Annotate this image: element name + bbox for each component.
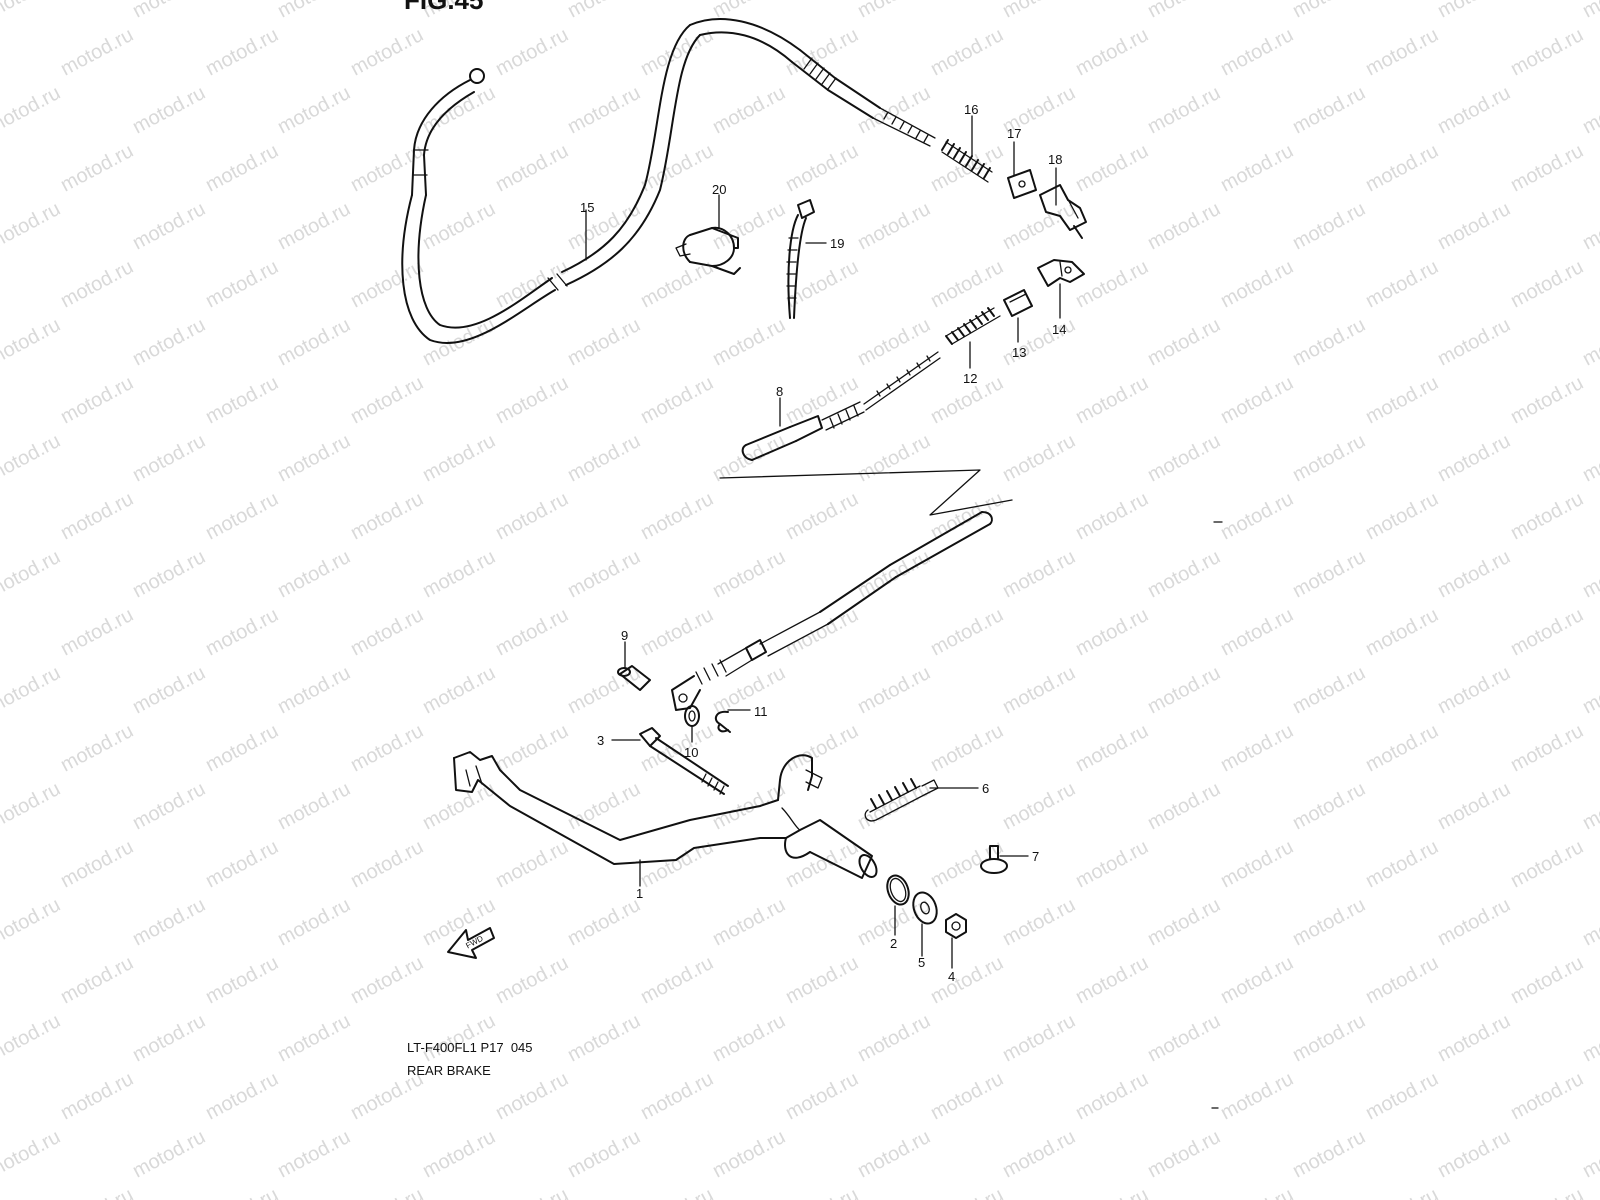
callout-13: 13 — [1012, 345, 1026, 360]
callout-6: 6 — [982, 781, 989, 796]
part-10-washer[interactable] — [684, 705, 700, 727]
diagram-code: LT-F400FL1 P17 045 — [407, 1040, 533, 1055]
callout-17: 17 — [1007, 126, 1021, 141]
part-8-brake-cable[interactable] — [671, 351, 1013, 711]
part-7-adjuster-nut[interactable] — [980, 845, 1008, 874]
callout-9: 9 — [621, 628, 628, 643]
stray-marks — [1211, 521, 1223, 1109]
part-16-spring[interactable] — [941, 139, 993, 183]
callout-18: 18 — [1048, 152, 1062, 167]
leader-lines — [585, 115, 1061, 969]
part-6-spring[interactable] — [864, 778, 939, 822]
callout-14: 14 — [1052, 322, 1066, 337]
part-15-brake-cable[interactable] — [401, 18, 936, 344]
part-9-pin[interactable] — [617, 665, 651, 691]
figure-title: FIG.45 — [404, 0, 483, 15]
part-20-clamp[interactable] — [675, 226, 741, 275]
callout-4: 4 — [948, 969, 955, 984]
part-14-clevis[interactable] — [1037, 259, 1085, 287]
part-2-o-ring[interactable] — [883, 872, 912, 907]
fwd-arrow-icon: FWD — [447, 927, 495, 959]
callout-2: 2 — [890, 936, 897, 951]
callout-7: 7 — [1032, 849, 1039, 864]
part-13-joint[interactable] — [1003, 289, 1033, 317]
callout-20: 20 — [712, 182, 726, 197]
part-4-nut[interactable] — [945, 913, 967, 939]
callout-12: 12 — [963, 371, 977, 386]
diagram-name: REAR BRAKE — [407, 1063, 491, 1078]
callout-19: 19 — [830, 236, 844, 251]
part-12-spring[interactable] — [945, 307, 1001, 345]
callout-1: 1 — [636, 886, 643, 901]
callout-16: 16 — [964, 102, 978, 117]
part-1-brake-pedal[interactable] — [453, 751, 880, 880]
part-18-clevis[interactable] — [1039, 184, 1087, 239]
part-17-joint[interactable] — [1007, 169, 1037, 199]
callout-11: 11 — [754, 704, 768, 719]
callout-3: 3 — [597, 733, 604, 748]
part-3-bolt[interactable] — [639, 727, 729, 795]
callout-8: 8 — [776, 384, 783, 399]
callout-15: 15 — [580, 200, 594, 215]
callout-5: 5 — [918, 955, 925, 970]
part-19-cable-tie[interactable] — [786, 199, 815, 319]
part-5-washer[interactable] — [909, 889, 941, 927]
callout-labels: 15 20 16 17 18 19 14 13 12 8 9 11 3 10 6… — [580, 102, 1066, 984]
callout-10: 10 — [684, 745, 698, 760]
part-11-cotter-pin[interactable] — [714, 710, 731, 733]
